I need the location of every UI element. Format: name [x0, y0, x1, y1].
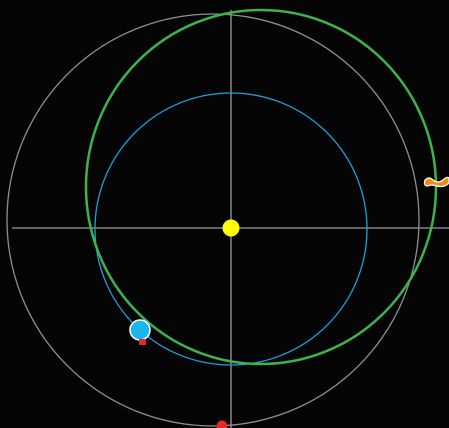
red-planet-icon[interactable]: [216, 420, 228, 428]
comet-icon[interactable]: [423, 176, 449, 188]
spacecraft-marker-icon[interactable]: [139, 339, 146, 345]
inner-orbit: [94, 92, 368, 366]
transfer-orbit: [84, 8, 438, 366]
outer-reference-orbit: [6, 13, 420, 427]
blue-planet-icon[interactable]: [129, 319, 151, 341]
sun-icon: [222, 219, 240, 237]
